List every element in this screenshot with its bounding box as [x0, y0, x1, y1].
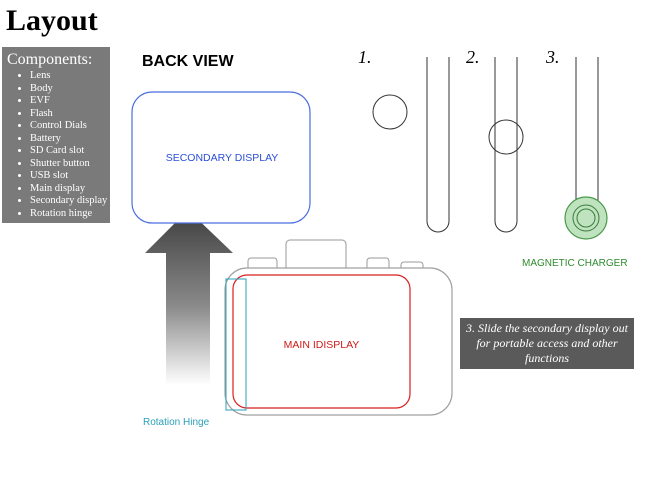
- main-display-outline: [232, 274, 411, 409]
- component-item: EVF: [30, 95, 110, 108]
- component-item: Control Dials: [30, 120, 110, 133]
- component-item: Main display: [30, 183, 110, 196]
- step1-slot: [426, 57, 450, 233]
- step-number-1: 1.: [358, 47, 372, 67]
- component-item: Shutter button: [30, 158, 110, 171]
- rotation-hinge-outline: [225, 278, 247, 411]
- step1-display-circle: [372, 94, 408, 130]
- components-heading: Components:: [7, 51, 93, 68]
- magnetic-charger-outer: [564, 196, 608, 240]
- components-list: Lens Body EVF Flash Control Dials Batter…: [2, 70, 110, 220]
- camera-body-outline: [224, 267, 453, 416]
- step-number-2: 2.: [466, 47, 480, 67]
- step-number-3: 3.: [546, 47, 560, 67]
- component-item: Lens: [30, 70, 110, 83]
- magnetic-charger-inner: [572, 204, 600, 232]
- secondary-display-outline: [131, 91, 311, 224]
- rotation-hinge-label: Rotation Hinge: [143, 417, 210, 428]
- component-item: SD Card slot: [30, 145, 110, 158]
- step3-callout: 3. Slide the secondary display out for p…: [460, 318, 634, 369]
- component-item: Rotation hinge: [30, 208, 110, 221]
- component-item: USB slot: [30, 170, 110, 183]
- component-item: Secondary display: [30, 195, 110, 208]
- component-item: Body: [30, 83, 110, 96]
- back-view-label: BACK VIEW: [142, 53, 234, 70]
- component-item: Battery: [30, 133, 110, 146]
- secondary-display-label: SECONDARY DISPLAY: [165, 152, 279, 164]
- step2-display-circle: [488, 119, 524, 155]
- components-panel: Components: Lens Body EVF Flash Control …: [2, 47, 110, 223]
- page-title: Layout: [6, 4, 98, 37]
- component-item: Flash: [30, 108, 110, 121]
- step2-slot: [494, 57, 518, 233]
- main-display-label: MAIN IDISPLAY: [283, 339, 360, 351]
- camera-evf-hump: [285, 239, 347, 272]
- magnetic-charger-core: [576, 208, 596, 228]
- slide-up-arrow: [145, 210, 233, 385]
- magnetic-charger-label: MAGNETIC CHARGER: [522, 258, 628, 269]
